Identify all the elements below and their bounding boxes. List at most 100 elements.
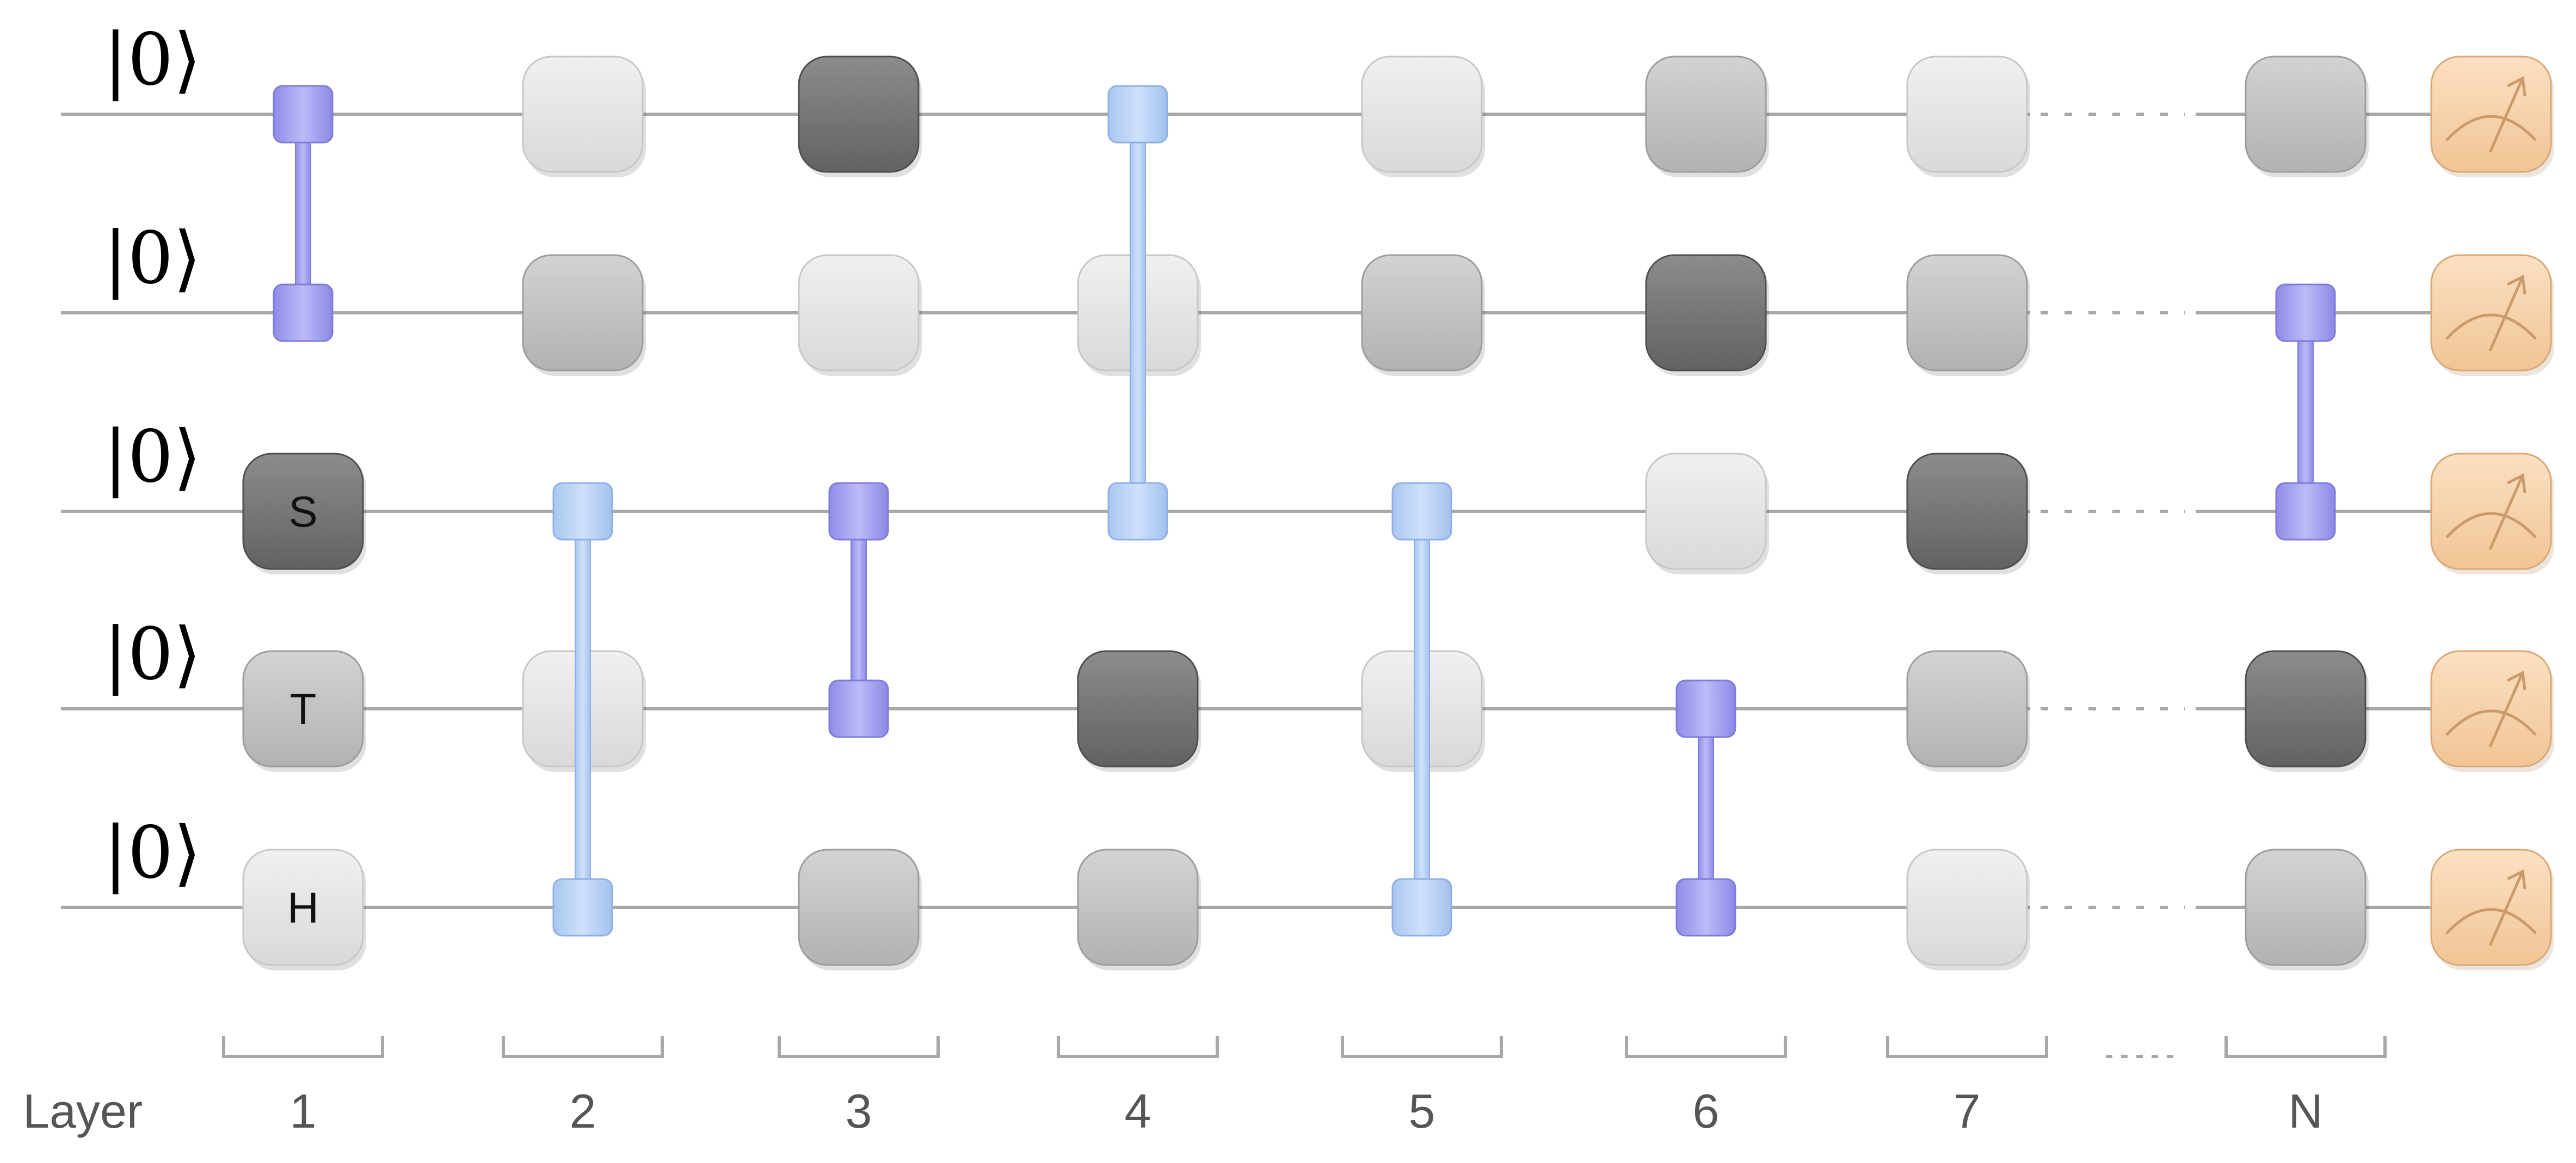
gate-box — [1906, 55, 2028, 173]
connector-node — [1675, 679, 1736, 738]
layer-bracket — [502, 1036, 664, 1058]
gate — [798, 849, 922, 970]
connector-node — [828, 679, 889, 738]
meter-arrowhead — [2506, 76, 2526, 96]
gate — [798, 254, 922, 376]
meter-arrowhead — [2506, 869, 2526, 889]
meter-needle — [2488, 674, 2523, 748]
gate — [1906, 453, 2030, 574]
connector-bar — [1414, 511, 1430, 908]
gate-box — [242, 849, 364, 966]
gate-box — [1906, 849, 2028, 966]
gate — [1077, 650, 1201, 772]
meter-arrowhead — [2506, 473, 2526, 493]
gate-box — [1645, 453, 1767, 570]
gate — [1361, 254, 1485, 376]
connector-node — [1675, 878, 1736, 937]
layer-number: 6 — [1693, 1084, 1720, 1138]
connector-bar — [2297, 312, 2314, 512]
connector-node — [552, 878, 613, 937]
meter-icon — [2430, 55, 2554, 177]
gate-box — [242, 453, 364, 570]
gate — [1906, 650, 2030, 772]
two-qubit-gate — [552, 482, 613, 937]
meter-arrowhead — [2506, 275, 2526, 295]
meter-box — [2430, 849, 2552, 966]
meter-needle — [2488, 278, 2523, 352]
qubit-wires — [61, 113, 2438, 909]
connector-node — [2275, 482, 2336, 541]
layer-number: 4 — [1125, 1084, 1151, 1138]
connector-node — [2275, 283, 2336, 342]
connector-node — [1391, 878, 1452, 937]
layer-number: 2 — [570, 1084, 596, 1138]
gate-box — [1645, 55, 1767, 173]
meter-icon — [2430, 849, 2554, 970]
meter-box — [2430, 453, 2552, 570]
qubit-ket-label: |0⟩ — [103, 216, 201, 300]
gate — [2245, 650, 2369, 772]
connector-node — [1107, 85, 1168, 144]
qubit-ket-label: |0⟩ — [103, 18, 201, 102]
gate-box — [1361, 254, 1483, 372]
two-qubit-gate — [273, 85, 334, 342]
gate — [1361, 55, 1485, 177]
gate-label: S — [288, 487, 317, 536]
gate-box — [798, 55, 920, 173]
meter-arc — [2445, 709, 2537, 736]
gate — [1645, 254, 1769, 376]
qubit-ket-label: |0⟩ — [103, 415, 201, 499]
gate — [1077, 849, 1201, 970]
gate-box — [798, 849, 920, 966]
meter-arc — [2445, 908, 2537, 935]
meter-needle — [2488, 79, 2523, 153]
gate-box — [2245, 650, 2367, 768]
gate — [1906, 55, 2030, 177]
connector-node — [828, 482, 889, 541]
gate — [2245, 55, 2369, 177]
connector-node — [552, 482, 613, 541]
meter-arrowhead — [2506, 671, 2526, 691]
layer-number: 1 — [290, 1084, 317, 1138]
gate — [1906, 849, 2030, 970]
meter-needle — [2488, 873, 2523, 947]
gate-box — [242, 650, 364, 768]
gate-box — [1361, 55, 1483, 173]
meter-icon — [2430, 453, 2554, 574]
two-qubit-gate — [828, 482, 889, 738]
gate — [798, 55, 922, 177]
connector-node — [273, 85, 334, 144]
gate-box — [522, 55, 644, 173]
layer-bracket — [1625, 1036, 1787, 1058]
gate-label: T — [290, 685, 317, 733]
layer-bracket — [1886, 1036, 2048, 1058]
gate-box — [1077, 650, 1199, 768]
two-qubit-gate-group — [273, 85, 2336, 937]
gate-layer-group: STH — [242, 55, 2369, 970]
layer-axis-label: Layer — [23, 1084, 143, 1138]
connector-bar — [575, 511, 591, 908]
qubit-initial-states: |0⟩|0⟩|0⟩|0⟩|0⟩ — [103, 18, 201, 895]
connector-bar — [1130, 114, 1146, 512]
gate-box — [798, 254, 920, 372]
gate — [522, 254, 646, 376]
meter-box — [2430, 650, 2552, 768]
connector-node — [273, 283, 334, 342]
gate — [1906, 254, 2030, 376]
meter-arc — [2445, 512, 2537, 539]
gate: T — [242, 650, 366, 772]
connector-bar — [295, 114, 311, 313]
two-qubit-gate — [1391, 482, 1452, 937]
connector-node — [1391, 482, 1452, 541]
gate-box — [2245, 55, 2367, 173]
gate-box — [522, 254, 644, 372]
gate-box — [1906, 254, 2028, 372]
layer-bracket — [222, 1036, 384, 1058]
gate-box — [1906, 453, 2028, 570]
gate-box — [2245, 849, 2367, 966]
qubit-ket-label: |0⟩ — [103, 811, 201, 895]
meter-icon — [2430, 650, 2554, 772]
gate-box — [1645, 254, 1767, 372]
